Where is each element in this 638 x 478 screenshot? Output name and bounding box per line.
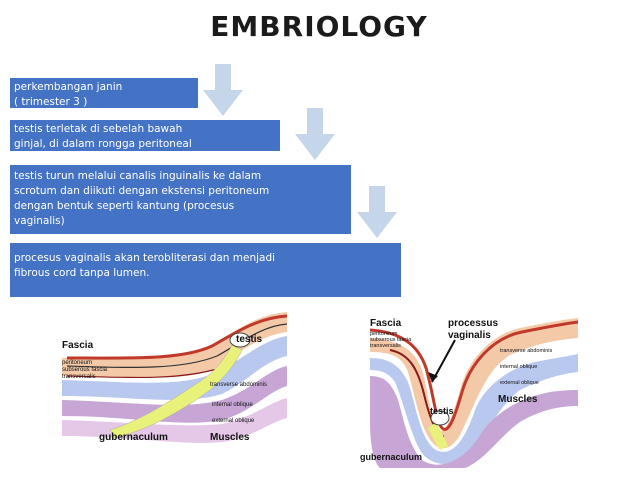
label-fascia: Fascia — [62, 340, 94, 351]
label-vaginalis: vaginalis — [448, 330, 491, 341]
label-muscles: Muscles — [210, 432, 250, 443]
embryo-diagram-early: Fascia peritoneum subserous fascia trans… — [52, 310, 287, 460]
label-peritoneum: peritoneum — [370, 331, 398, 337]
step-1-line-1: perkembangan janin — [14, 81, 123, 93]
label-fascia: Fascia — [370, 318, 402, 329]
label-internal-oblique: internal oblique — [212, 402, 253, 408]
step-1-line-2: ( trimester 3 ) — [14, 96, 88, 108]
step-box-2: testis terletak di sebelah bawah ginjal,… — [10, 120, 280, 151]
label-transverse-abdominis: transverse abdominis — [210, 382, 267, 388]
down-arrow-icon — [203, 64, 243, 116]
page-title: EMBRIOLOGY — [210, 10, 428, 43]
label-subserous: subserous fascia — [62, 367, 108, 373]
step-4-line-1: procesus vaginalis akan terobliterasi da… — [14, 252, 276, 264]
step-3-line-3: dengan bentuk seperti kantung (procesus — [14, 200, 235, 212]
label-processus: processus — [448, 318, 498, 329]
embryo-diagram-late: Fascia peritoneum subserous fascia trans… — [360, 310, 578, 470]
step-box-3: testis turun melalui canalis inguinalis … — [10, 165, 351, 234]
step-3-line-2: scrotum dan diikuti dengan ekstensi peri… — [14, 185, 270, 197]
label-muscles: Muscles — [498, 394, 538, 405]
step-box-1: perkembangan janin ( trimester 3 ) — [10, 78, 198, 108]
step-3-line-1: testis turun melalui canalis inguinalis … — [14, 170, 262, 182]
label-gubernaculum: gubernaculum — [99, 432, 168, 443]
label-peritoneum: peritoneum — [62, 360, 92, 366]
step-2-line-2: ginjal, di dalam rongga peritoneal — [14, 138, 192, 150]
label-external-oblique: external oblique — [500, 380, 539, 386]
step-4-line-2: fibrous cord tanpa lumen. — [14, 267, 150, 279]
step-2-line-1: testis terletak di sebelah bawah — [14, 123, 183, 135]
step-3-line-4: vaginalis) — [14, 215, 65, 227]
label-external-oblique: external oblique — [212, 418, 255, 424]
step-box-4: procesus vaginalis akan terobliterasi da… — [10, 243, 401, 297]
down-arrow-icon — [357, 186, 397, 238]
label-transverse-abdominis: transverse abdominis — [500, 348, 553, 354]
label-transversalis: transversalis — [62, 374, 96, 380]
label-internal-oblique: internal oblique — [500, 364, 537, 370]
label-transversalis: transversalis — [370, 343, 401, 349]
down-arrow-icon — [295, 108, 335, 160]
label-testis: testis — [430, 406, 454, 416]
label-testis: testis — [236, 334, 263, 345]
label-gubernaculum: gubernaculum — [360, 452, 422, 462]
label-subserous: subserous fascia — [370, 337, 412, 343]
